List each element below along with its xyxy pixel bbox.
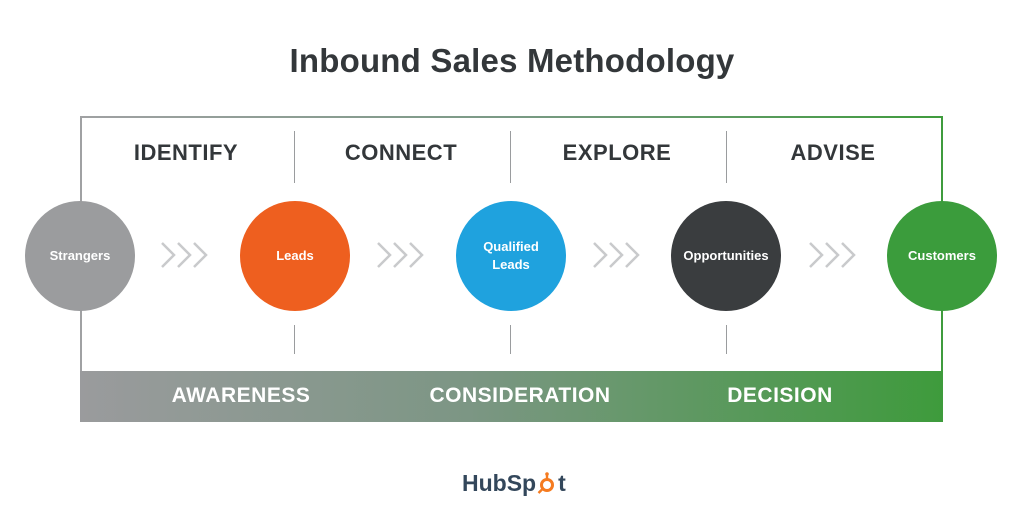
chevron-arrows-icon — [593, 242, 640, 268]
divider-top-2 — [510, 131, 511, 183]
node-opportunities: Opportunities — [671, 201, 781, 311]
stage-identify: IDENTIFY — [133, 140, 239, 165]
stage-explore: EXPLORE — [562, 140, 672, 165]
divider-top-3 — [726, 131, 727, 183]
divider-bottom-3 — [726, 325, 727, 354]
chevron-arrows-icon — [377, 242, 424, 268]
node-customers: Customers — [887, 201, 997, 311]
logo-text-prefix: HubSp — [462, 469, 537, 496]
logo-text-suffix: t — [558, 469, 566, 496]
stage-advise: ADVISE — [790, 140, 876, 165]
node-label: Customers — [908, 248, 976, 263]
node-label: Qualified Leads — [483, 239, 539, 272]
hubspot-logo: HubSp t — [462, 468, 566, 498]
phase-consideration: CONSIDERATION — [429, 384, 611, 407]
phase-band — [80, 371, 943, 422]
node-strangers: Strangers — [25, 201, 135, 311]
stage-connect: CONNECT — [344, 140, 458, 165]
sprocket-icon — [537, 472, 555, 494]
divider-bottom-1 — [294, 325, 295, 354]
node-label: Opportunities — [683, 248, 769, 263]
diagram-title: Inbound Sales Methodology — [289, 42, 735, 79]
phase-decision: DECISION — [727, 384, 833, 407]
node-label: Strangers — [49, 248, 111, 263]
chevron-arrows-icon — [161, 242, 208, 268]
divider-top-1 — [294, 131, 295, 183]
node-qualified-leads: Qualified Leads — [456, 201, 566, 311]
node-leads: Leads — [240, 201, 350, 311]
divider-bottom-2 — [510, 325, 511, 354]
chevron-arrows-icon — [809, 242, 856, 268]
node-label: Leads — [276, 248, 314, 263]
phase-awareness: AWARENESS — [171, 384, 311, 407]
